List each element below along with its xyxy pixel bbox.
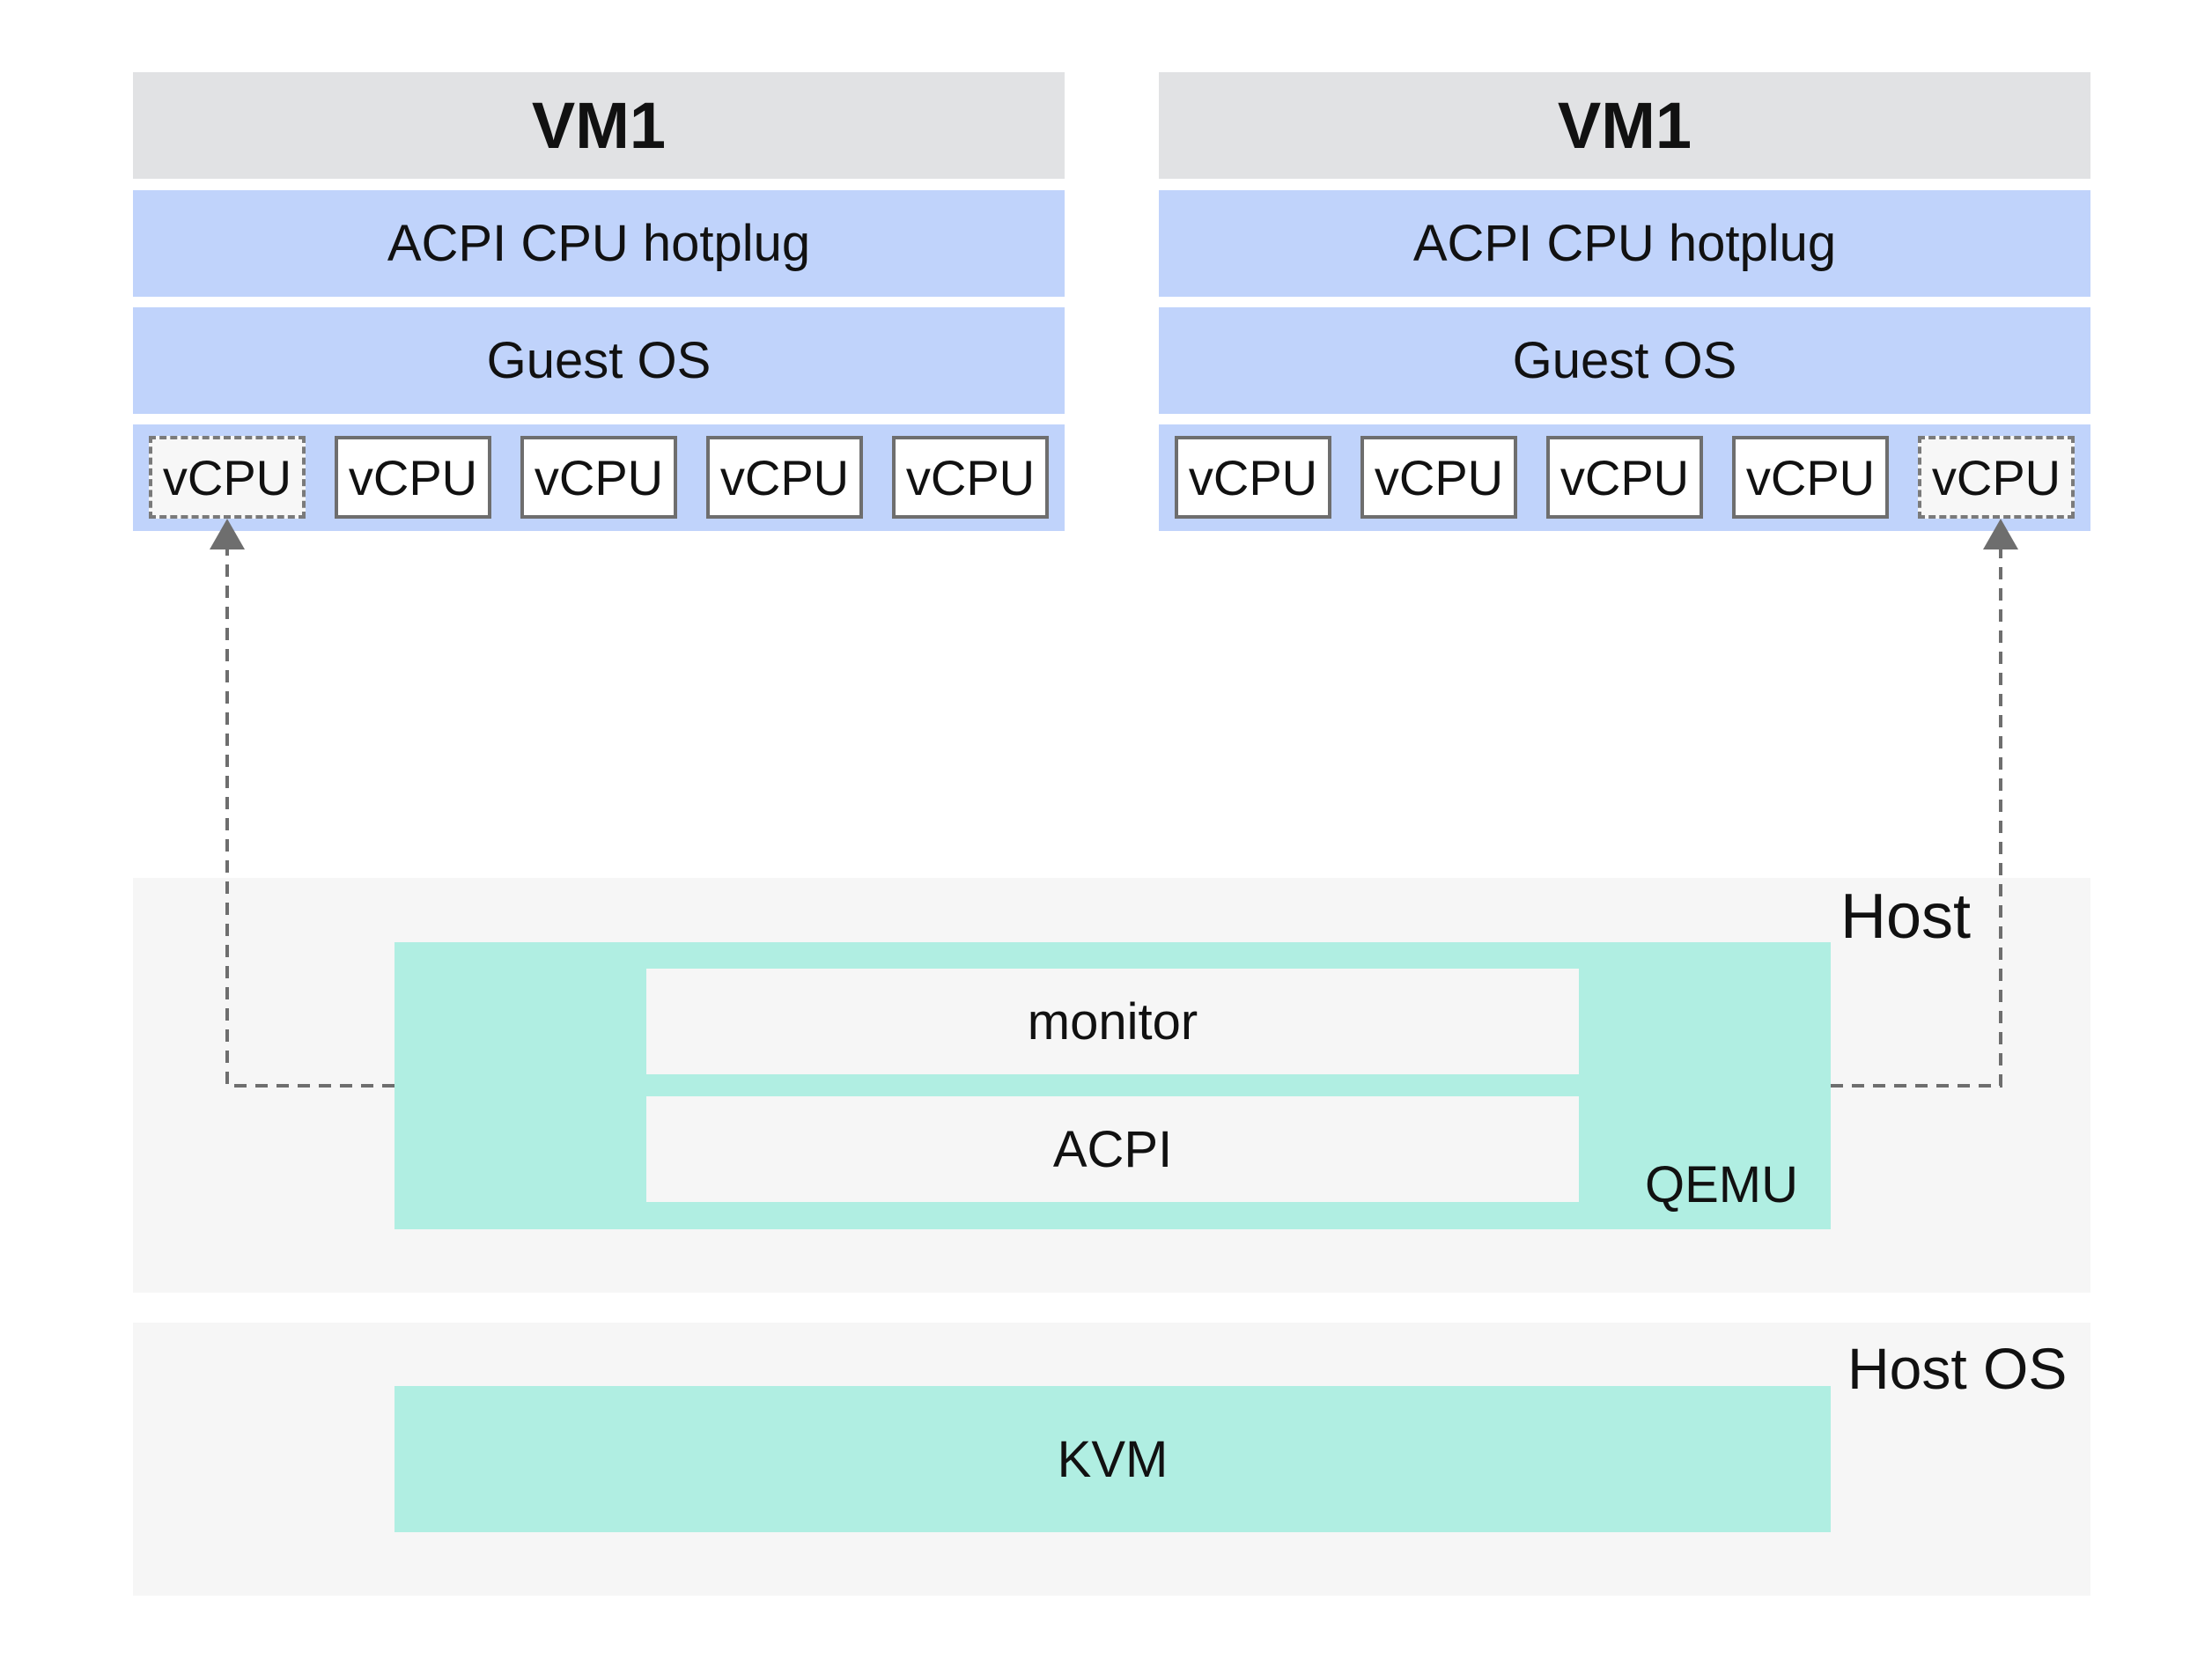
vm-right-vcpu-1: vCPU <box>1175 436 1331 519</box>
vm-left-vcpu-2: vCPU <box>335 436 491 519</box>
vm-left-guest-os: Guest OS <box>133 307 1065 414</box>
qemu-monitor: monitor <box>646 969 1579 1074</box>
vm-right-vcpu-5-hotplugged: vCPU <box>1918 436 2075 519</box>
host-label: Host <box>1840 881 1972 952</box>
qemu-label: QEMU <box>1645 1156 1798 1213</box>
vm-left-vcpu-5: vCPU <box>892 436 1049 519</box>
vm-left-vcpu-1-hotplugged: vCPU <box>149 436 306 519</box>
vm-left-vcpu-3: vCPU <box>520 436 677 519</box>
vm-right-title: VM1 <box>1159 72 2090 179</box>
vm-right-acpi-cpu-hotplug: ACPI CPU hotplug <box>1159 190 2090 297</box>
vm-left-vcpu-4: vCPU <box>706 436 863 519</box>
vm-right-vcpu-4: vCPU <box>1732 436 1889 519</box>
kvm-block: KVM <box>394 1386 1831 1532</box>
vm-right-vcpu-3: vCPU <box>1546 436 1703 519</box>
vm-left-acpi-cpu-hotplug: ACPI CPU hotplug <box>133 190 1065 297</box>
vm-right-guest-os: Guest OS <box>1159 307 2090 414</box>
vm-right-vcpu-2: vCPU <box>1360 436 1517 519</box>
host-os-label: Host OS <box>1847 1336 2068 1401</box>
qemu-acpi: ACPI <box>646 1096 1579 1202</box>
vm-left-title: VM1 <box>133 72 1065 179</box>
